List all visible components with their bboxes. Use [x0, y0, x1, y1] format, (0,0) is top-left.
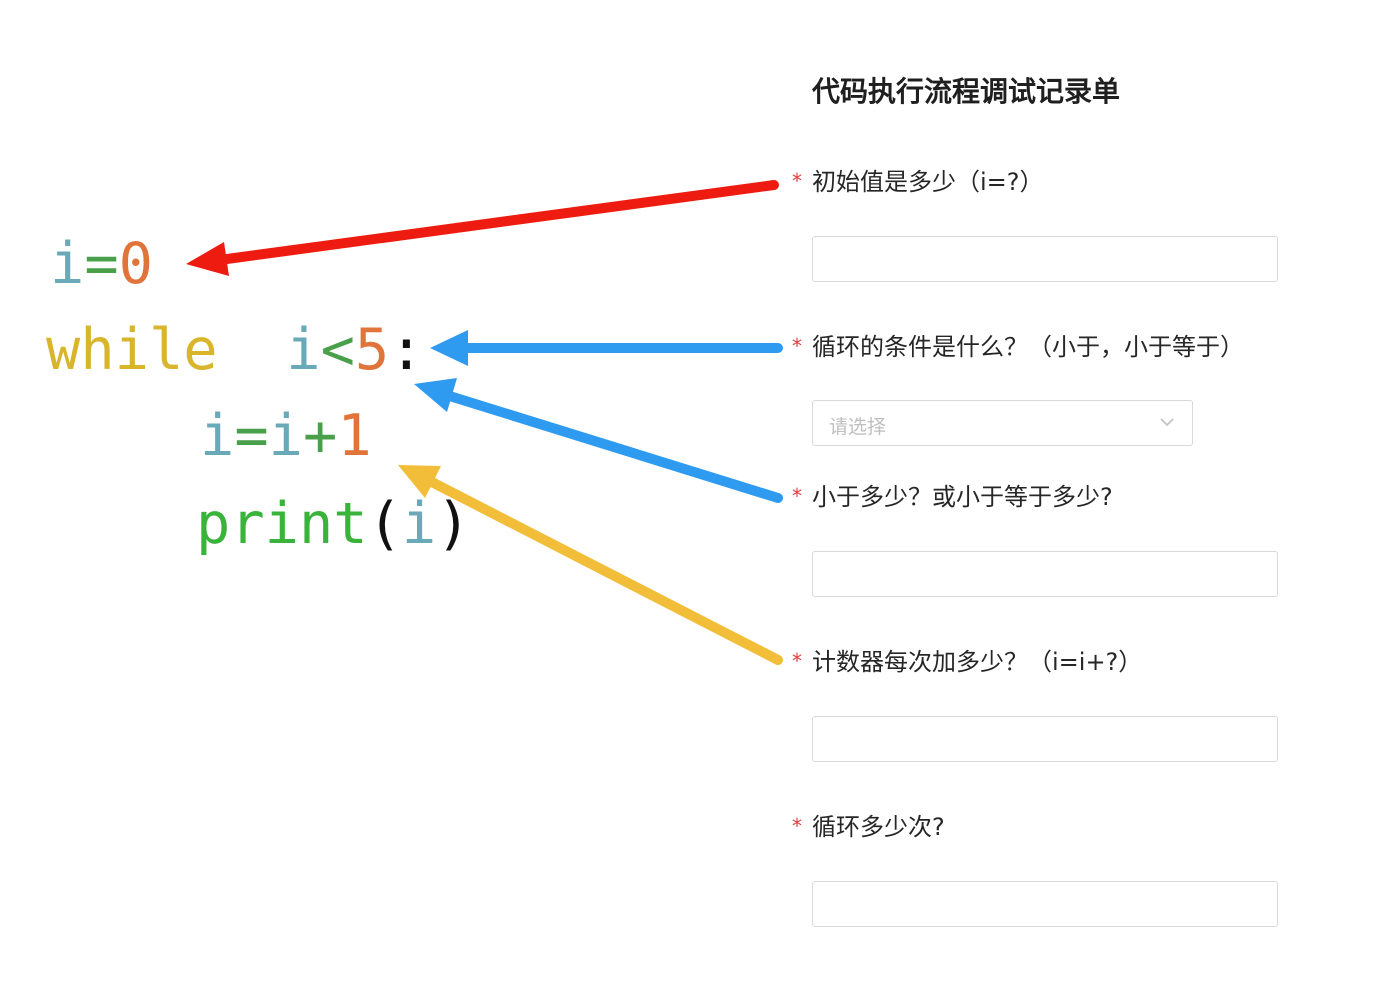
code-line-print: print(i) [196, 496, 471, 553]
arrow-red [186, 180, 779, 276]
code-line-init: i=0 [50, 236, 153, 293]
code-paren-close: ) [436, 491, 471, 557]
code-variable: i [268, 403, 303, 469]
code-operator: + [302, 403, 338, 469]
question-label-loop-condition: * 循环的条件是什么？（小于，小于等于） [792, 333, 1244, 362]
code-line-increment: i=i+1 [200, 408, 372, 465]
code-number: 1 [337, 403, 372, 469]
loop-condition-select[interactable]: 请选择 [812, 400, 1193, 446]
arrow-blue-condition [430, 330, 783, 366]
question-label-increment: * 计数器每次加多少？（i=i+?） [792, 648, 1142, 677]
question-label-initial-value: * 初始值是多少（i=?） [792, 168, 1044, 197]
code-operator: < [320, 317, 355, 383]
code-space [218, 317, 252, 383]
code-space [252, 317, 286, 383]
question-text: 循环多少次? [812, 813, 945, 841]
required-mark: * [792, 649, 802, 673]
question-text: 小于多少？或小于等于多少? [812, 483, 1113, 511]
select-placeholder: 请选择 [829, 416, 887, 438]
code-variable: i [286, 317, 321, 383]
code-operator: = [234, 403, 269, 469]
initial-value-input[interactable] [812, 236, 1278, 282]
chevron-down-icon [1160, 418, 1174, 427]
question-text: 循环的条件是什么？（小于，小于等于） [812, 333, 1244, 361]
increment-input[interactable] [812, 716, 1278, 762]
code-line-while: while i<5: [46, 322, 424, 379]
code-function: print [196, 491, 368, 557]
form-title: 代码执行流程调试记录单 [812, 75, 1121, 108]
required-mark: * [792, 169, 802, 193]
question-text: 初始值是多少（i=?） [812, 168, 1044, 196]
code-variable: i [50, 231, 85, 297]
code-operator: = [84, 231, 119, 297]
question-label-limit: * 小于多少？或小于等于多少? [792, 483, 1113, 512]
loop-count-input[interactable] [812, 881, 1278, 927]
question-label-loop-count: * 循环多少次? [792, 813, 945, 842]
code-variable: i [401, 491, 437, 557]
code-number: 0 [118, 231, 153, 297]
code-variable: i [200, 403, 235, 469]
required-mark: * [792, 484, 802, 508]
code-keyword: while [46, 317, 218, 383]
arrow-blue-limit [414, 378, 783, 503]
code-number: 5 [354, 317, 390, 383]
required-mark: * [792, 814, 802, 838]
required-mark: * [792, 334, 802, 358]
code-colon: : [389, 317, 424, 383]
code-paren-open: ( [367, 491, 402, 557]
question-text: 计数器每次加多少？（i=i+?） [812, 648, 1143, 676]
limit-input[interactable] [812, 551, 1278, 597]
